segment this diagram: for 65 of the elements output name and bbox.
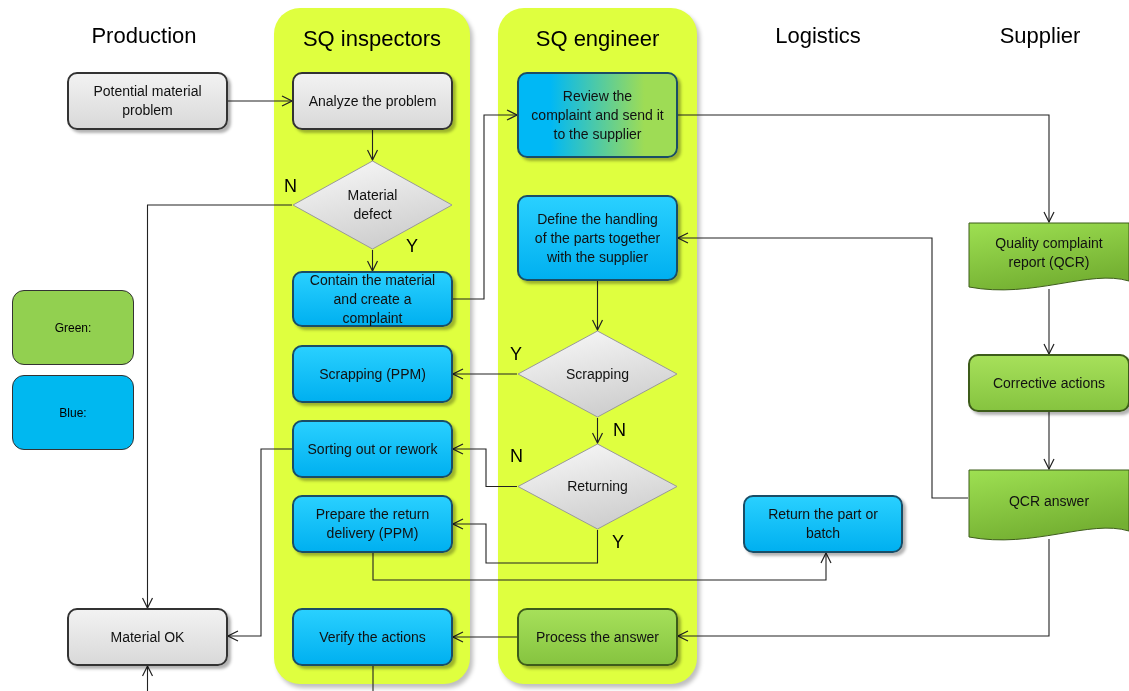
connector-arrow <box>452 631 518 643</box>
column-heading: Logistics <box>775 23 861 49</box>
process-box <box>292 608 453 666</box>
node-text: SQ engineer <box>535 25 660 53</box>
process-box <box>517 195 678 281</box>
edge-label: Y <box>612 532 624 552</box>
legend-text: Blue: <box>59 404 87 422</box>
node-text: Analyze the problem <box>308 91 437 111</box>
node-text: Material defect <box>346 186 399 224</box>
column-heading: Supplier <box>999 23 1081 49</box>
node-text: Potential material problem <box>92 82 203 120</box>
edge-label: N <box>613 420 626 440</box>
process-box <box>292 72 453 130</box>
connector-arrow <box>1043 288 1055 355</box>
node-text: Verify the actions <box>319 627 426 647</box>
connector-arrow <box>366 129 379 161</box>
node-text: Material OK <box>110 627 185 647</box>
process-box <box>292 420 453 478</box>
column-heading: Production <box>91 23 197 49</box>
swimlane <box>498 8 697 684</box>
node-text: Quality complaint report (QCR) <box>994 233 1104 272</box>
connector-arrow <box>677 114 1055 223</box>
node-text: Process the answer <box>536 627 659 647</box>
process-box <box>67 72 228 130</box>
connector-arrow <box>227 95 293 107</box>
swimlane <box>274 8 470 684</box>
node-text: Review the complaint and send it to the supplier <box>531 86 664 144</box>
node-text: Prepare the return delivery (PPM) <box>314 505 431 543</box>
node-text: Sorting out or rework <box>307 439 438 459</box>
node-text: SQ inspectors <box>302 25 442 53</box>
process-box <box>292 495 453 553</box>
connector-arrow <box>677 232 969 499</box>
connector-arrow <box>591 417 604 444</box>
connector-arrow <box>141 204 293 609</box>
edge-label: N <box>284 176 297 196</box>
connector-arrow <box>372 552 832 581</box>
connector-arrow <box>141 665 154 691</box>
process-box <box>517 608 678 666</box>
connector-arrow <box>677 538 1050 642</box>
process-box <box>968 354 1129 412</box>
connector-arrow <box>452 443 518 488</box>
node-text: Returning <box>567 477 628 496</box>
connector-arrow <box>1043 411 1055 470</box>
connector-arrow <box>366 249 379 272</box>
node-text: Return the part or batch <box>767 505 879 543</box>
process-box <box>292 345 453 403</box>
edge-label: N <box>510 446 523 466</box>
process-box <box>67 608 228 666</box>
connector-arrow <box>452 109 518 300</box>
node-text: Scrapping <box>565 364 629 384</box>
connector-arrow <box>591 280 604 331</box>
node-text: Scrapping (PPM) <box>319 364 426 384</box>
edge-label: Y <box>406 236 418 256</box>
connector-arrow <box>227 448 293 642</box>
legend-text: Green: <box>54 319 92 337</box>
node-text: Define the handling of the parts together with the supplier <box>533 209 662 267</box>
connector-arrow <box>452 368 518 380</box>
node-text: QCR answer <box>1008 491 1090 511</box>
process-box <box>292 271 453 327</box>
node-text: Corrective actions <box>992 373 1105 393</box>
connector-arrow <box>452 518 599 564</box>
process-box <box>517 72 678 158</box>
node-text: Contain the material and create a complaint <box>308 270 437 328</box>
process-box <box>743 495 903 553</box>
edge-label: Y <box>510 344 522 364</box>
